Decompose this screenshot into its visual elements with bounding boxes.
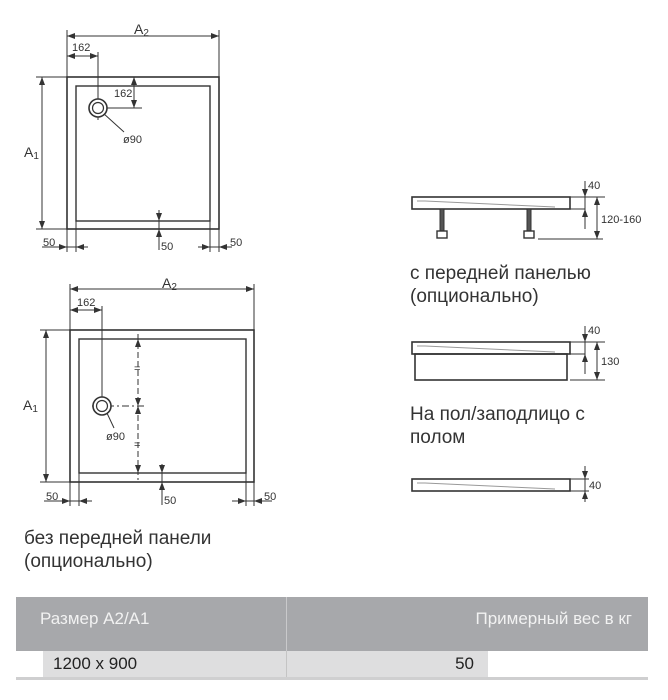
dim-162-y: 162 <box>114 88 132 100</box>
dim-a1: A1 <box>23 397 38 415</box>
cell-weight: 50 <box>287 651 488 677</box>
dim-rim-right: 50 <box>230 237 242 249</box>
drain-icon <box>88 98 108 118</box>
header-size: Размер A2/A1 <box>16 597 287 651</box>
cell-size: 1200 x 900 <box>43 651 287 677</box>
table-header: Размер A2/A1 Примерный вес в кг <box>16 597 648 651</box>
dim-total-height: 120-160 <box>601 214 641 226</box>
profile-legs-drawing: 40 120-160 <box>411 180 641 240</box>
caption-without-front-panel: без передней панели (опционально) <box>24 527 211 573</box>
dim-162-x: 162 <box>72 42 90 54</box>
header-weight: Примерный вес в кг <box>475 609 632 628</box>
dim-drain: ø90 <box>123 134 142 146</box>
caption-line: (опционально) <box>410 286 539 307</box>
table-bottom-rule <box>16 677 648 680</box>
table-row: 1200 x 900 50 <box>16 651 648 677</box>
caption-line: полом <box>410 427 466 448</box>
caption-line: (опционально) <box>24 551 153 572</box>
dim-equal-top: = <box>134 363 140 375</box>
dim-rim-left: 50 <box>46 491 58 503</box>
dim-rim-height: 40 <box>589 480 601 492</box>
dim-a1: A1 <box>24 144 39 162</box>
dim-drain: ø90 <box>106 431 125 443</box>
profile-flush-drawing: 40 <box>411 466 601 502</box>
caption-line: На пол/заподлицо с <box>410 404 585 425</box>
dim-rim-height: 40 <box>588 325 600 337</box>
dim-rim-height: 40 <box>588 180 600 192</box>
bottom-plan-drawing: A2 162 = = ø90 A1 50 50 50 <box>23 275 276 507</box>
spec-table: Размер A2/A1 Примерный вес в кг 1200 x 9… <box>16 597 648 680</box>
dim-total-height: 130 <box>601 356 619 368</box>
dim-equal-bottom: = <box>134 439 140 451</box>
dim-rim-bottom: 50 <box>161 241 173 253</box>
drain-icon <box>92 396 112 416</box>
profile-panel-drawing: 40 130 <box>411 325 619 381</box>
dim-rim-bottom: 50 <box>164 495 176 507</box>
caption-line: с передней панелью <box>410 263 591 284</box>
dim-a2: A2 <box>134 21 149 39</box>
caption-line: без передней панели <box>24 528 212 549</box>
dim-rim-left: 50 <box>43 237 55 249</box>
dim-162-x: 162 <box>77 297 95 309</box>
caption-floor-flush: На пол/заподлицо с полом <box>410 403 585 449</box>
top-plan-drawing: A2 162 162 ø90 A1 50 50 50 <box>24 21 242 253</box>
dim-a2: A2 <box>162 275 177 293</box>
caption-with-front-panel: с передней панелью (опционально) <box>410 262 591 308</box>
dim-rim-right: 50 <box>264 491 276 503</box>
